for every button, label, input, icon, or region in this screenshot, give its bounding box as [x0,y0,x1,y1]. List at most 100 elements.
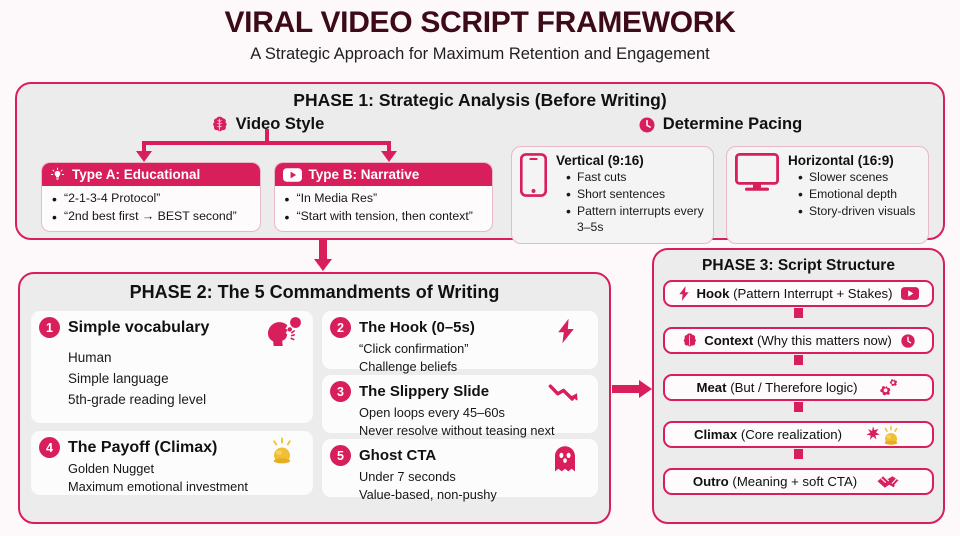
video-style-heading: Video Style [27,115,507,134]
type-b-bullets: “In Media Res” “Start with tension, then… [275,186,493,231]
text-line: “Click confirmation” [359,341,469,356]
list-item: Short sentences [566,185,705,204]
pacing-horizontal-bullets: Slower scenes Emotional depth Story-driv… [788,168,920,221]
text-line: Open loops every 45–60s [359,405,505,420]
page-header: VIRAL VIDEO SCRIPT FRAMEWORK A Strategic… [0,0,960,64]
commandment-3-title: The Slippery Slide [359,383,490,400]
type-b-card[interactable]: Type B: Narrative “In Media Res” “Start … [273,162,493,232]
arrow-context-to-meat [663,354,934,374]
badge-number: 3 [330,381,351,402]
pacing-horizontal-title: Horizontal (16:9) [788,153,894,168]
gears-icon [879,378,901,397]
commandment-2-lines: “Click confirmation” Challenge beliefs [330,340,589,376]
down-trend-icon [548,383,580,405]
list-item: “2nd best first → BEST second” [52,207,252,227]
arrow-climax-to-outro [663,448,934,468]
list-item: Slower scenes [798,168,920,187]
step-meat[interactable]: Meat (But / Therefore logic) [663,374,934,401]
step-meat-bold: Meat [696,380,727,395]
type-b-header: Type B: Narrative [274,163,492,186]
sparkle-nugget-icon [863,424,903,446]
commandment-3-lines: Open loops every 45–60s Never resolve wi… [330,404,589,440]
list-item: “Start with tension, then context” [285,207,485,227]
step-hook-bold: Hook [696,286,730,301]
type-a-bullets: “2-1-3-4 Protocol” “2nd best first → BES… [42,186,260,231]
phase-1-panel: PHASE 1: Strategic Analysis (Before Writ… [15,82,945,245]
commandment-1-card[interactable]: 1 Simple vocabulary Human Simple [31,311,313,423]
handshake-icon [876,472,904,492]
commandment-2-title: The Hook (0–5s) [359,319,475,336]
step-outro[interactable]: Outro (Meaning + soft CTA) [663,468,934,495]
step-context-bold: Context [704,333,754,348]
list-item: Story-driven visuals [798,202,920,221]
commandment-4-title: The Payoff (Climax) [68,438,218,456]
phase-3-panel: PHASE 3: Script Structure Hook (Pattern … [652,248,945,524]
commandment-2-card[interactable]: 2 The Hook (0–5s) “Click confirmation” C… [322,311,598,374]
badge-number: 4 [39,437,60,458]
page-title: VIRAL VIDEO SCRIPT FRAMEWORK [224,6,736,39]
text-line: Human [68,350,112,365]
step-context-label: Context (Why this matters now) [704,333,892,348]
lightning-bolt-icon [678,285,690,302]
list-item: Pattern interrupts every 3–5s [566,202,705,237]
text-line: 5th-grade reading level [68,391,207,407]
commandment-5-title: Ghost CTA [359,447,437,464]
text-line: Never resolve without teasing next [359,423,555,439]
pacing-vertical-card[interactable]: Vertical (9:16) Fast cuts Short sentence… [511,146,714,245]
commandment-5-lines: Under 7 seconds Value-based, non-pushy [330,468,589,504]
step-climax[interactable]: Climax (Core realization) [663,421,934,448]
step-climax-rest: (Core realization) [740,427,843,442]
text-line: Golden Nugget [68,461,155,476]
video-style-section: Video Style [27,113,507,244]
step-hook[interactable]: Hook (Pattern Interrupt + Stakes) [663,280,934,307]
type-b-label: Type B: Narrative [308,167,420,182]
commandment-1-lines: Human Simple language 5th-grade reading … [39,348,304,411]
badge-number: 1 [39,317,60,338]
ghost-icon [552,445,578,473]
pacing-label: Determine Pacing [662,115,803,133]
connector-phase2-to-phase3 [612,379,654,399]
step-outro-rest: (Meaning + soft CTA) [732,474,858,489]
speaking-head-icon [264,316,304,348]
phase-1-title: PHASE 1: Strategic Analysis (Before Writ… [293,90,667,110]
type-a-label: Type A: Educational [72,167,201,182]
badge-number: 5 [330,445,351,466]
connector-phase1-to-phase2 [313,240,333,274]
step-context[interactable]: Context (Why this matters now) [663,327,934,354]
list-item: “2-1-3-4 Protocol” [52,189,252,209]
step-outro-label: Outro (Meaning + soft CTA) [693,474,857,489]
pacing-horizontal-card[interactable]: Horizontal (16:9) Slower scenes Emotiona… [726,146,929,245]
pacing-heading: Determine Pacing [507,115,933,134]
phase-2-panel: PHASE 2: The 5 Commandments of Writing 1… [18,272,611,524]
type-a-header: Type A: Educational [42,163,260,186]
clock-icon [638,116,656,134]
arrow-hook-to-context [663,307,934,327]
step-outro-bold: Outro [692,474,729,489]
video-style-label: Video Style [235,115,325,133]
type-a-card[interactable]: Type A: Educational “2-1-3-4 Protocol” “… [41,162,261,232]
list-item: Emotional depth [798,185,920,204]
badge-number: 2 [330,317,351,338]
step-hook-rest: (Pattern Interrupt + Stakes) [733,286,893,301]
step-hook-label: Hook (Pattern Interrupt + Stakes) [696,286,892,301]
page-subtitle: A Strategic Approach for Maximum Retenti… [250,44,710,63]
pacing-vertical-title: Vertical (9:16) [556,153,644,168]
youtube-play-icon [282,167,302,182]
brain-icon [681,332,698,349]
text-line: Simple language [68,370,169,386]
commandment-5-card[interactable]: 5 Ghost CTA Under 7 seconds Value-based,… [322,439,598,502]
lightning-bolt-icon [556,318,576,344]
text-line: Challenge beliefs [359,359,458,375]
phase-2-title: PHASE 2: The 5 Commandments of Writing [129,282,500,302]
phone-icon [520,153,547,197]
step-context-rest: (Why this matters now) [756,333,892,348]
step-climax-bold: Climax [693,427,738,442]
commandment-4-card[interactable]: 4 The Payoff (Climax) Golden Nugget [31,431,313,495]
youtube-play-icon [900,287,919,300]
commandment-1-title: Simple vocabulary [68,318,210,336]
commandment-3-card[interactable]: 3 The Slippery Slide Open loops every 45… [322,375,598,438]
list-item: Fast cuts [566,168,705,187]
step-meat-rest: (But / Therefore logic) [730,380,858,395]
video-style-split-connector [27,129,507,162]
gold-nugget-icon [267,437,297,465]
